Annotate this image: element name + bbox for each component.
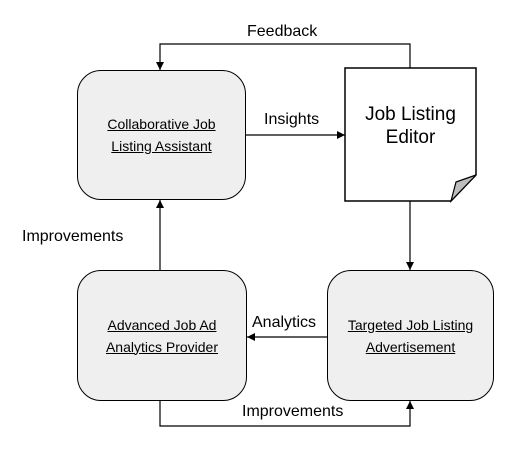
targeted-job-listing-advertisement-label: Targeted Job Listing Advertisement: [347, 316, 474, 355]
editor-folded-corner: [449, 174, 477, 204]
analytics-label: Analytics: [252, 314, 317, 331]
feedback-arrow: [156, 43, 411, 70]
feedback-label: Feedback: [247, 23, 318, 40]
insights-label: Insights: [264, 111, 320, 128]
job-listing-editor-label: Job Listing Editor: [365, 104, 456, 148]
advanced-job-ad-analytics-provider-node: Advanced Job Ad Analytics Provider: [77, 270, 247, 401]
improvements-left-label: Improvements: [22, 228, 124, 245]
targeted-job-listing-advertisement-node: Targeted Job Listing Advertisement: [327, 270, 494, 401]
advanced-job-ad-analytics-provider-label: Advanced Job Ad Analytics Provider: [105, 316, 219, 355]
improvements-bottom-arrow: [159, 401, 414, 427]
collaborative-job-listing-assistant-node: Collaborative Job Listing Assistant: [77, 70, 246, 200]
improvements-bottom-label: Improvements: [242, 403, 344, 420]
collaborative-job-listing-assistant-label: Collaborative Job Listing Assistant: [107, 116, 216, 154]
